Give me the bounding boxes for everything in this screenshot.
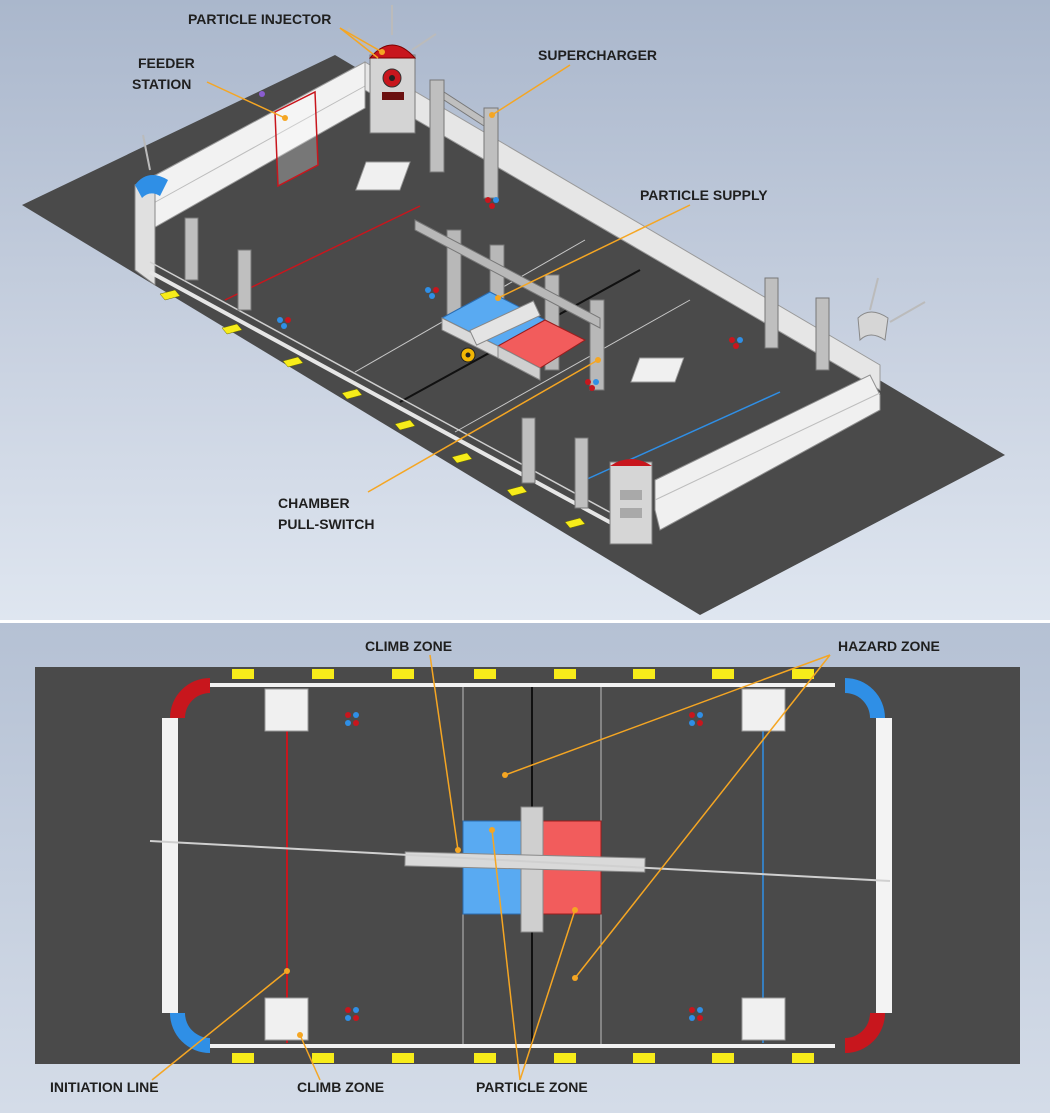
label-feeder-station-line2: STATION <box>132 76 191 92</box>
corner-antenna <box>142 134 151 171</box>
particle-cluster-icon <box>277 197 743 391</box>
zone-line-right <box>454 299 691 433</box>
isometric-field-svg: PARTICLE INJECTOR FEEDER STATION SUPERCH… <box>22 5 1005 615</box>
blue-corner-shield-top-right <box>845 678 885 718</box>
particle-cluster-icon <box>345 712 703 1021</box>
red-corner-shield-top <box>170 678 210 718</box>
supercharger <box>429 79 499 199</box>
label-initiation-line: INITIATION LINE <box>50 1079 159 1095</box>
supercharger-pad <box>355 161 411 191</box>
blue-end-wall <box>876 718 892 1013</box>
callout-lines-bottom <box>151 654 831 1081</box>
label-climb-zone-top: CLIMB ZONE <box>365 638 452 654</box>
red-end-wall <box>162 718 178 1013</box>
blue-particle-injector <box>609 459 653 545</box>
bottom-guardrail <box>205 1044 835 1048</box>
front-guardrail-top <box>149 261 616 516</box>
label-particle-zone: PARTICLE ZONE <box>476 1079 588 1095</box>
red-initiation-line <box>224 205 421 301</box>
callout-lines <box>206 27 691 493</box>
yellow-bumpers-top <box>232 669 814 1063</box>
charge-pads <box>264 688 786 1041</box>
blue-alliance-wall <box>654 374 881 531</box>
callout-dots <box>282 49 601 363</box>
label-supercharger: SUPERCHARGER <box>538 47 657 63</box>
blue-corner-shield-bottom-left <box>170 1013 210 1053</box>
blue-wall-rail <box>654 392 881 501</box>
yellow-bumpers <box>159 289 586 529</box>
particle-supply <box>440 291 587 381</box>
blue-corner-shield-right <box>857 311 889 342</box>
back-wall-rail <box>149 85 366 206</box>
left-truss <box>184 217 252 311</box>
blue-corner-shield <box>135 175 168 198</box>
panel-divider <box>0 620 1050 623</box>
blue-charge-pad <box>630 357 685 383</box>
label-feeder-station-line1: FEEDER <box>138 55 195 71</box>
label-climb-zone-bottom: CLIMB ZONE <box>297 1079 384 1095</box>
red-corner-shield-bottom-right <box>845 1013 885 1053</box>
label-particle-supply: PARTICLE SUPPLY <box>640 187 768 203</box>
label-chamber-line2: PULL-SWITCH <box>278 516 374 532</box>
right-truss <box>764 277 830 371</box>
label-hazard-zone: HAZARD ZONE <box>838 638 940 654</box>
label-chamber-line1: CHAMBER <box>278 495 350 511</box>
center-truss <box>414 219 605 391</box>
front-guardrail <box>149 270 616 527</box>
top-guardrail <box>205 683 835 687</box>
overhead-cable <box>149 840 891 882</box>
label-particle-injector: PARTICLE INJECTOR <box>188 11 331 27</box>
isometric-field-view: PARTICLE INJECTOR FEEDER STATION SUPERCH… <box>0 0 1050 620</box>
particle-injector <box>347 5 437 134</box>
top-down-field-svg: CLIMB ZONE HAZARD ZONE INITIATION LINE C… <box>35 638 1020 1095</box>
front-truss <box>521 417 589 509</box>
callout-dots-bottom <box>284 772 578 1038</box>
top-down-field-view: CLIMB ZONE HAZARD ZONE INITIATION LINE C… <box>0 623 1050 1113</box>
